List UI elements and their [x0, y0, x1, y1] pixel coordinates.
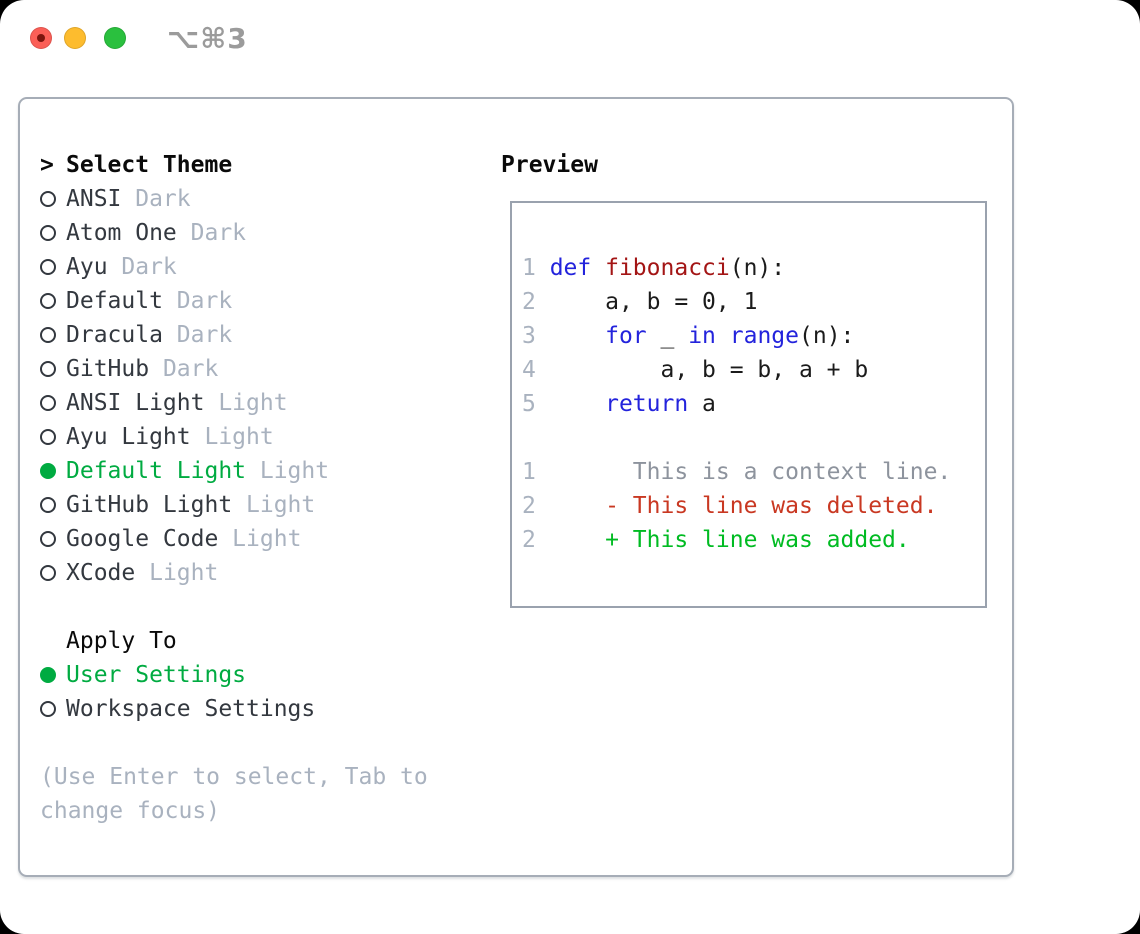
radio-icon[interactable] — [40, 361, 56, 377]
radio-selected-icon[interactable] — [40, 463, 56, 479]
apply-to-heading-row: Apply To — [40, 624, 500, 658]
theme-option[interactable]: Dracula Dark — [40, 318, 500, 352]
help-text-line: (Use Enter to select, Tab to — [40, 764, 428, 790]
theme-option[interactable]: ANSI Dark — [40, 182, 500, 216]
option-label: Default — [66, 288, 163, 314]
option-label: Google Code — [66, 526, 219, 552]
option-variant-label: Light — [218, 526, 302, 552]
title-bar: ⌥⌘3 — [0, 0, 1140, 97]
preview-code-box: 1 def fibonacci(n): 2 a, b = 0, 1 3 for … — [510, 201, 987, 608]
radio-icon[interactable] — [40, 327, 56, 343]
apply-option[interactable]: User Settings — [40, 658, 500, 692]
option-variant-label: Light — [246, 458, 330, 484]
option-variant-label: Light — [135, 560, 219, 586]
apply-to-heading: Apply To — [66, 628, 177, 654]
option-label: Atom One — [66, 220, 177, 246]
window-title: ⌥⌘3 — [167, 22, 248, 55]
radio-icon[interactable] — [40, 293, 56, 309]
option-label: XCode — [66, 560, 136, 586]
radio-icon[interactable] — [40, 565, 56, 581]
option-label: ANSI — [66, 186, 122, 212]
theme-option[interactable]: ANSI Light Light — [40, 386, 500, 420]
focus-pointer-icon: > — [40, 152, 54, 178]
select-theme-heading-row: > Select Theme — [40, 148, 500, 182]
radio-selected-icon[interactable] — [40, 667, 56, 683]
radio-icon[interactable] — [40, 259, 56, 275]
minimize-button[interactable] — [64, 27, 86, 49]
option-variant-label: Dark — [121, 186, 191, 212]
theme-option[interactable]: GitHub Dark — [40, 352, 500, 386]
theme-option[interactable]: Default Dark — [40, 284, 500, 318]
radio-icon[interactable] — [40, 429, 56, 445]
option-label: Default Light — [66, 458, 247, 484]
close-button[interactable] — [30, 27, 52, 49]
radio-icon[interactable] — [40, 191, 56, 207]
radio-icon[interactable] — [40, 531, 56, 547]
option-label: Dracula — [66, 322, 163, 348]
option-label: Ayu — [66, 254, 108, 280]
option-label: GitHub — [66, 356, 150, 382]
option-variant-label: Dark — [149, 356, 219, 382]
code-preview: 1 def fibonacci(n): 2 a, b = 0, 1 3 for … — [522, 255, 952, 553]
option-label: Workspace Settings — [66, 696, 316, 722]
theme-option[interactable]: Ayu Dark — [40, 250, 500, 284]
option-variant-label: Dark — [107, 254, 177, 280]
preview-heading: Preview — [501, 152, 598, 178]
zoom-button[interactable] — [104, 27, 126, 49]
option-label: User Settings — [66, 662, 247, 688]
theme-option[interactable]: GitHub Light Light — [40, 488, 500, 522]
option-variant-label: Light — [190, 424, 274, 450]
radio-icon[interactable] — [40, 225, 56, 241]
radio-icon[interactable] — [40, 395, 56, 411]
theme-option[interactable]: Default Light Light — [40, 454, 500, 488]
theme-option[interactable]: Google Code Light — [40, 522, 500, 556]
theme-option[interactable]: XCode Light — [40, 556, 500, 590]
theme-option[interactable]: Atom One Dark — [40, 216, 500, 250]
option-label: ANSI Light — [66, 390, 205, 416]
help-text-line: change focus) — [40, 798, 221, 824]
option-variant-label: Light — [232, 492, 316, 518]
option-variant-label: Light — [204, 390, 288, 416]
option-label: GitHub Light — [66, 492, 233, 518]
select-theme-heading: Select Theme — [66, 152, 233, 178]
radio-icon[interactable] — [40, 497, 56, 513]
option-variant-label: Dark — [176, 220, 247, 246]
help-text: (Use Enter to select, Tab to change focu… — [40, 760, 500, 828]
option-variant-label: Dark — [162, 288, 233, 314]
option-variant-label: Dark — [162, 322, 233, 348]
preview-panel: Preview 1 def fibonacci(n): 2 a, b = 0, … — [501, 148, 1001, 608]
theme-option[interactable]: Ayu Light Light — [40, 420, 500, 454]
radio-icon[interactable] — [40, 701, 56, 717]
option-label: Ayu Light — [66, 424, 191, 450]
apply-option[interactable]: Workspace Settings — [40, 692, 500, 726]
